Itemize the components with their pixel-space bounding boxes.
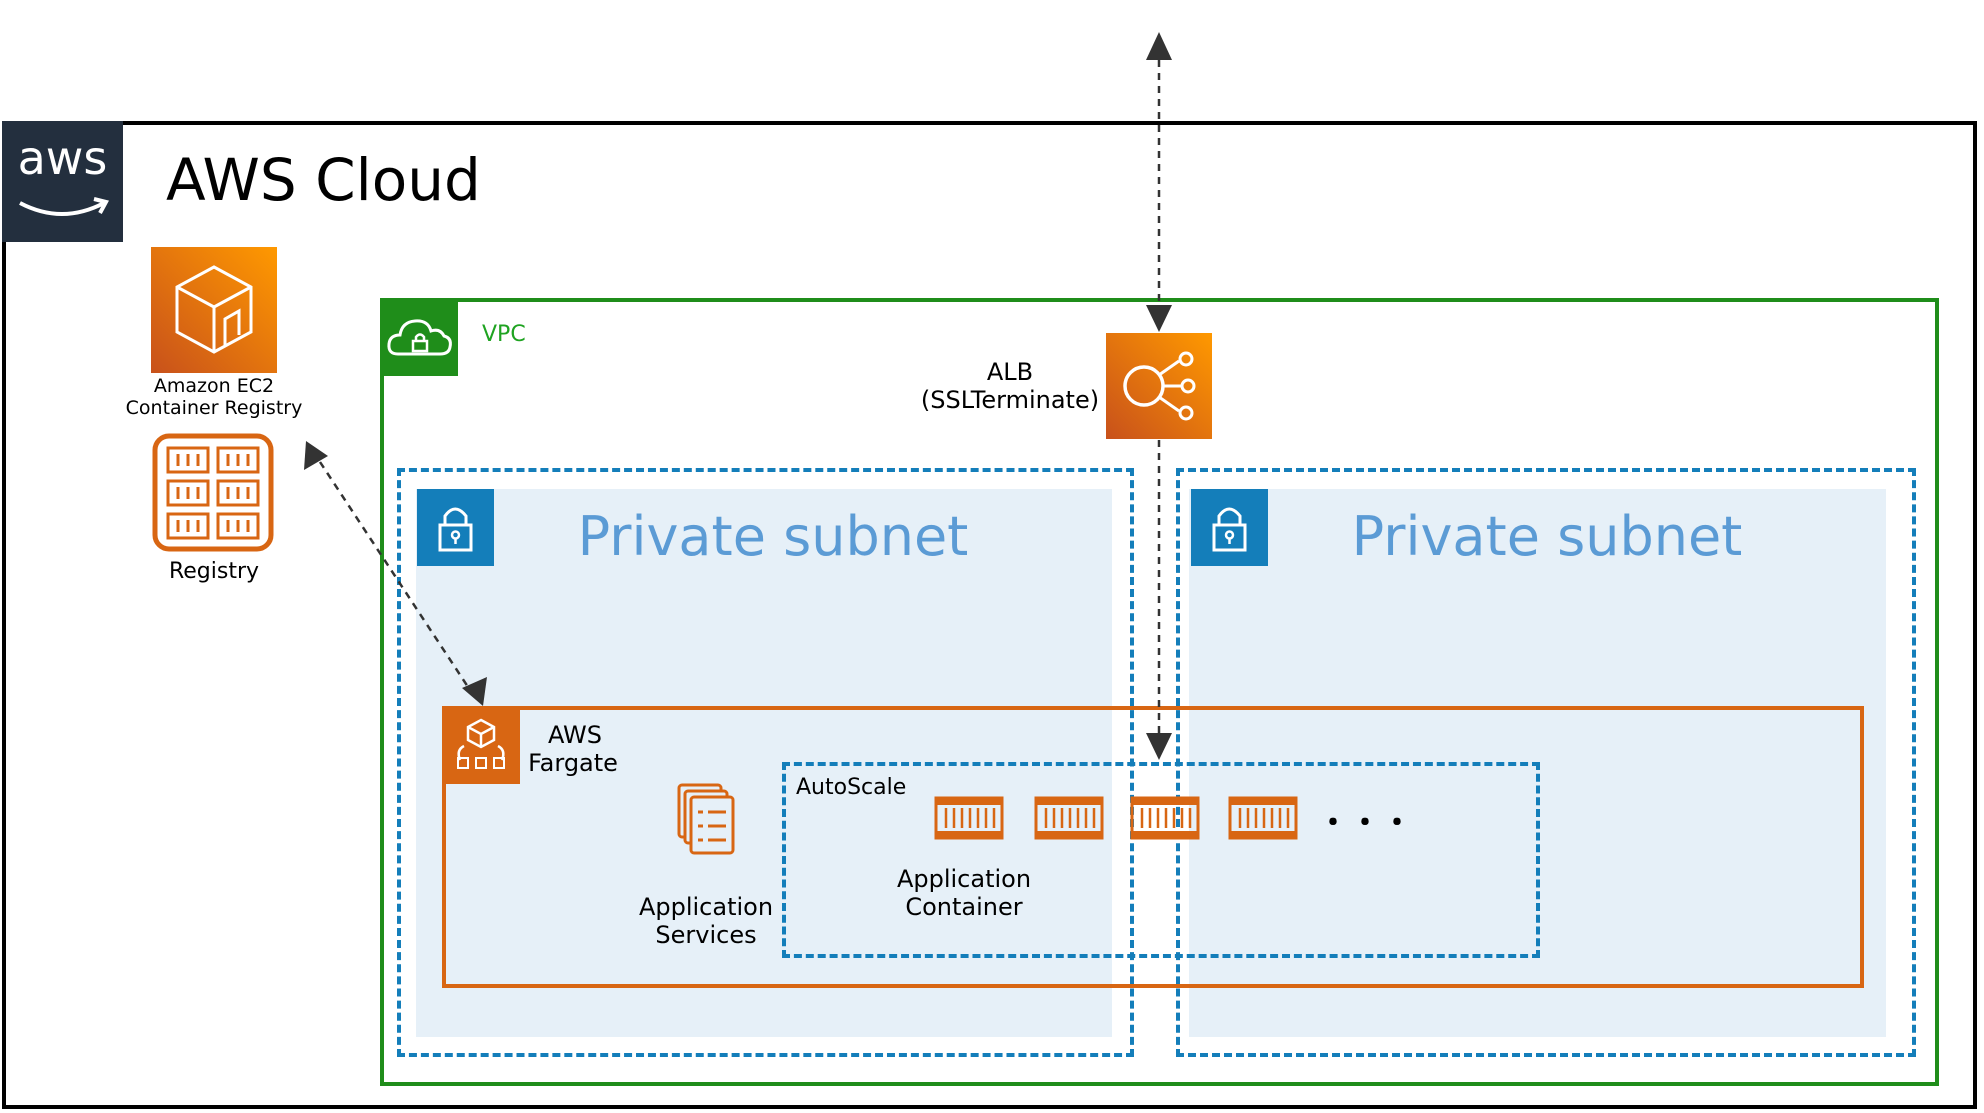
ecr-service-icon: [151, 247, 277, 373]
subnet-2-title: Private subnet: [1351, 505, 1743, 568]
aws-cloud-group: [2, 121, 1977, 1109]
ecr-label-line1: Amazon EC2: [153, 375, 275, 397]
application-container-line2: Container: [905, 893, 1023, 921]
aws-logo-icon: aws: [2, 121, 123, 242]
alb-label-line1: ALB: [986, 358, 1034, 386]
fargate-label-line1: AWS: [547, 721, 603, 749]
fargate-label-line2: Fargate: [528, 749, 618, 777]
container-icon-1: [934, 796, 1004, 840]
alb-icon: [1106, 333, 1212, 439]
registry-label: Registry: [168, 559, 260, 584]
more-containers-ellipsis: ・・・: [1318, 806, 1414, 841]
application-services-icon: [677, 783, 735, 855]
subnet-1-lock-icon: [417, 489, 494, 566]
application-services-line2: Services: [655, 921, 757, 949]
aws-logo-text: aws: [17, 131, 108, 185]
vpc-label: VPC: [482, 322, 526, 347]
alb-label-line2: (SSLTerminate): [920, 386, 1100, 414]
ecr-label-line2: Container Registry: [125, 397, 303, 419]
container-icon-4: [1228, 796, 1298, 840]
container-icon-3: [1130, 796, 1200, 840]
aws-smile-icon: [19, 197, 109, 216]
application-container-line1: Application: [896, 865, 1032, 893]
fargate-icon: [442, 706, 520, 784]
autoscale-group: [782, 762, 1540, 958]
internet-arrowhead: [1146, 32, 1172, 60]
subnet-1-title: Private subnet: [577, 505, 969, 568]
vpc-cloud-lock-icon: [380, 298, 458, 376]
autoscale-label: AutoScale: [796, 775, 907, 800]
application-services-line1: Application: [638, 893, 774, 921]
subnet-2-lock-icon: [1191, 489, 1268, 566]
registry-icon: [152, 433, 274, 552]
container-icon-2: [1034, 796, 1104, 840]
aws-cloud-title: AWS Cloud: [166, 146, 481, 214]
fargate-group: [442, 706, 1864, 988]
